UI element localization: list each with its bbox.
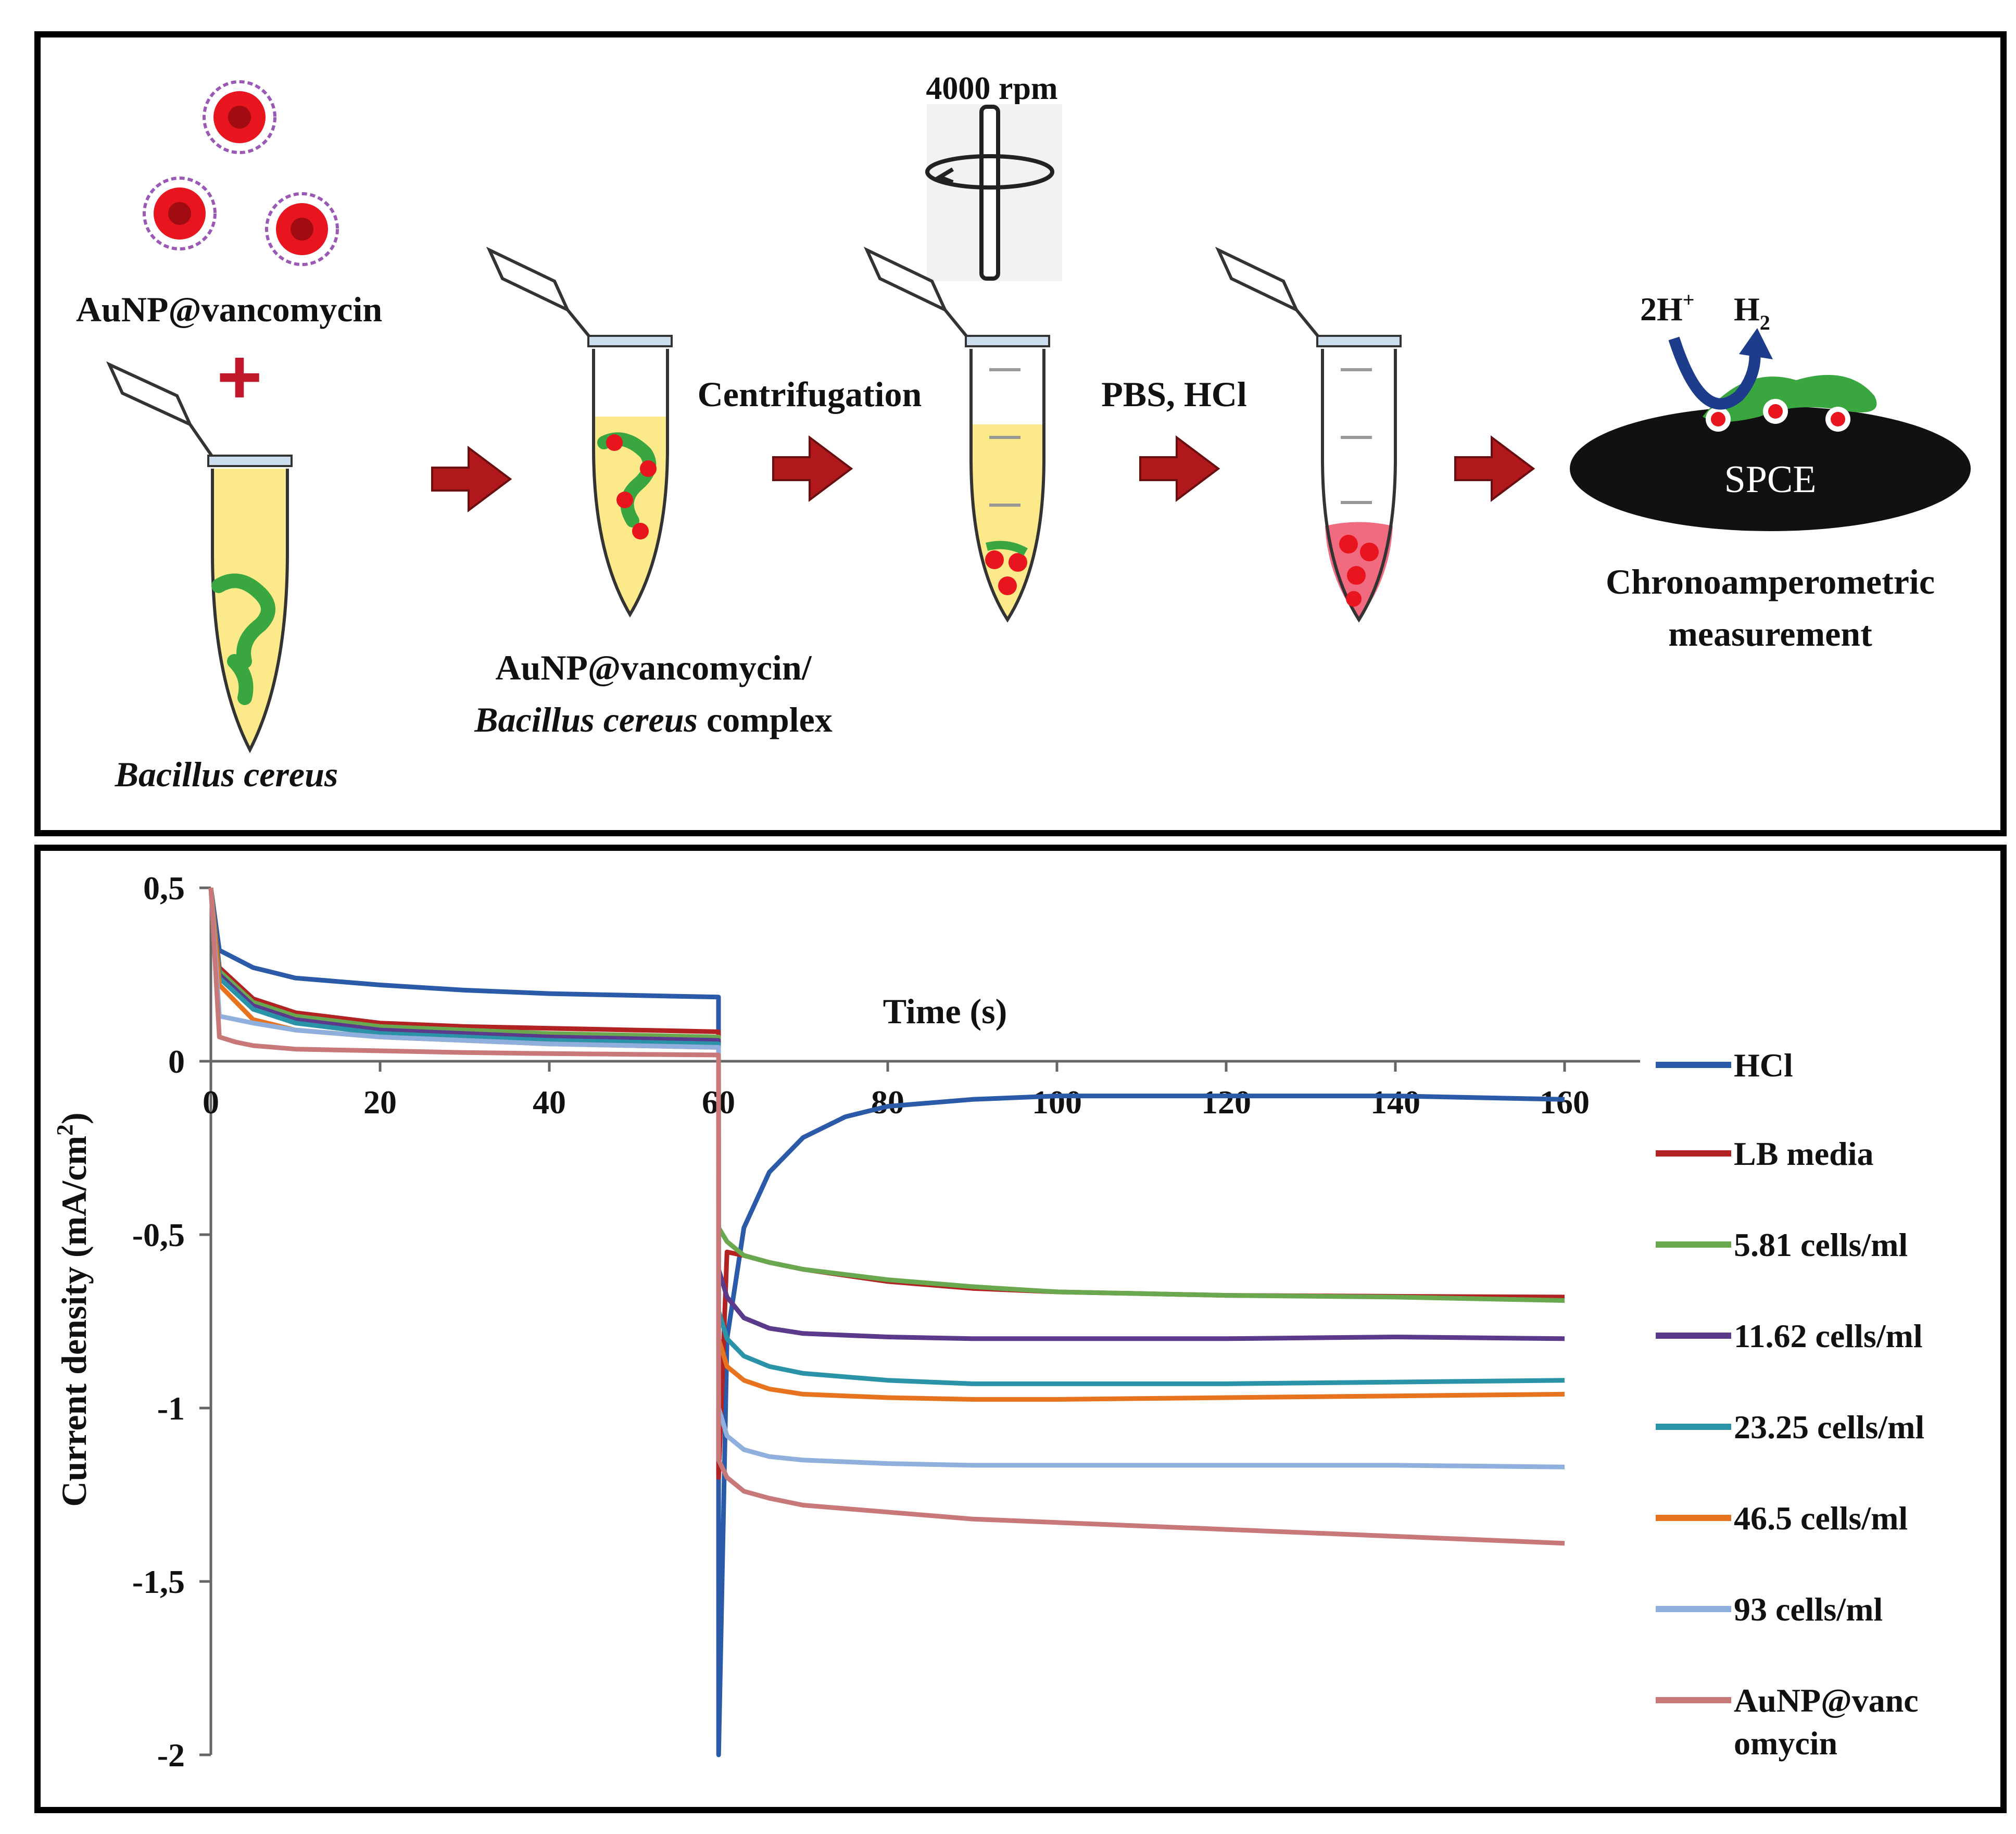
y-tick-label: -0,5 [132,1216,185,1253]
x-tick-label: 40 [533,1084,566,1121]
x-tick-label: 120 [1201,1084,1251,1121]
x-tick-label: 80 [871,1084,904,1121]
series-line [208,887,1565,1303]
process-arrow-icon [1454,435,1535,502]
legend-label: HCl [1734,1047,1793,1084]
step1-label: Centrifugation [698,374,922,414]
reaction-product: H2 [1734,291,1770,334]
reaction-reactant: 2H+ [1640,288,1695,328]
complex-label-line2: Bacillus cereus complex [474,700,833,739]
legend-label: 46.5 cells/ml [1734,1500,1908,1537]
tube-pellet-icon [863,246,1050,623]
plus-sign: + [217,333,262,420]
y-tick-label: -1,5 [132,1563,185,1600]
legend-label: 23.25 cells/ml [1734,1409,1924,1446]
series-line [208,887,1565,1469]
nanoparticle-icon [265,192,339,266]
nanoparticle-icon [203,80,276,154]
measurement-label-line2: measurement [1668,614,1872,654]
tube-resuspended-icon [1215,246,1402,623]
measurement-label-line1: Chronoamperometric [1606,562,1935,601]
legend-label: 11.62 cells/ml [1734,1317,1923,1354]
x-axis-label: Time (s) [883,991,1007,1031]
y-tick-label: 0 [168,1043,185,1080]
tube-complex-icon [486,246,673,618]
nanoparticle-icon [143,177,217,250]
legend-label: 93 cells/ml [1734,1591,1883,1628]
sample-label: Bacillus cereus [115,755,338,794]
tube-bacteria-icon [106,361,293,753]
series-line [208,887,1565,1546]
step2-label: PBS, HCl [1101,374,1247,414]
complex-label-line1: AuNP@vancomycin/ [495,648,812,687]
legend-label: 5.81 cells/ml [1734,1226,1908,1263]
y-axis-label: Current density (mA/cm2) [52,1112,94,1506]
speed-label: 4000 rpm [926,71,1057,106]
process-arrow-icon [431,446,512,512]
x-tick-label: 0 [203,1084,219,1121]
reaction-arrow-icon [1668,328,1773,410]
centrifuge-rotor-icon [925,104,1062,281]
series-line [208,887,1565,1341]
x-tick-label: 20 [363,1084,397,1121]
x-tick-label: 160 [1540,1084,1590,1121]
y-tick-label: -2 [157,1737,185,1774]
process-arrow-icon [1139,435,1220,502]
series-line [208,887,1565,1386]
y-tick-label: 0,5 [143,870,185,907]
reagent-label: AuNP@vancomycin [76,290,382,329]
x-tick-label: 140 [1370,1084,1420,1121]
process-arrow-icon [772,435,853,502]
y-tick-label: -1 [157,1390,185,1427]
chart-panel-border [34,845,2007,1813]
x-tick-label: 100 [1032,1084,1082,1121]
electrode-label: SPCE [1724,458,1817,501]
legend-label: LB media [1734,1135,1873,1172]
